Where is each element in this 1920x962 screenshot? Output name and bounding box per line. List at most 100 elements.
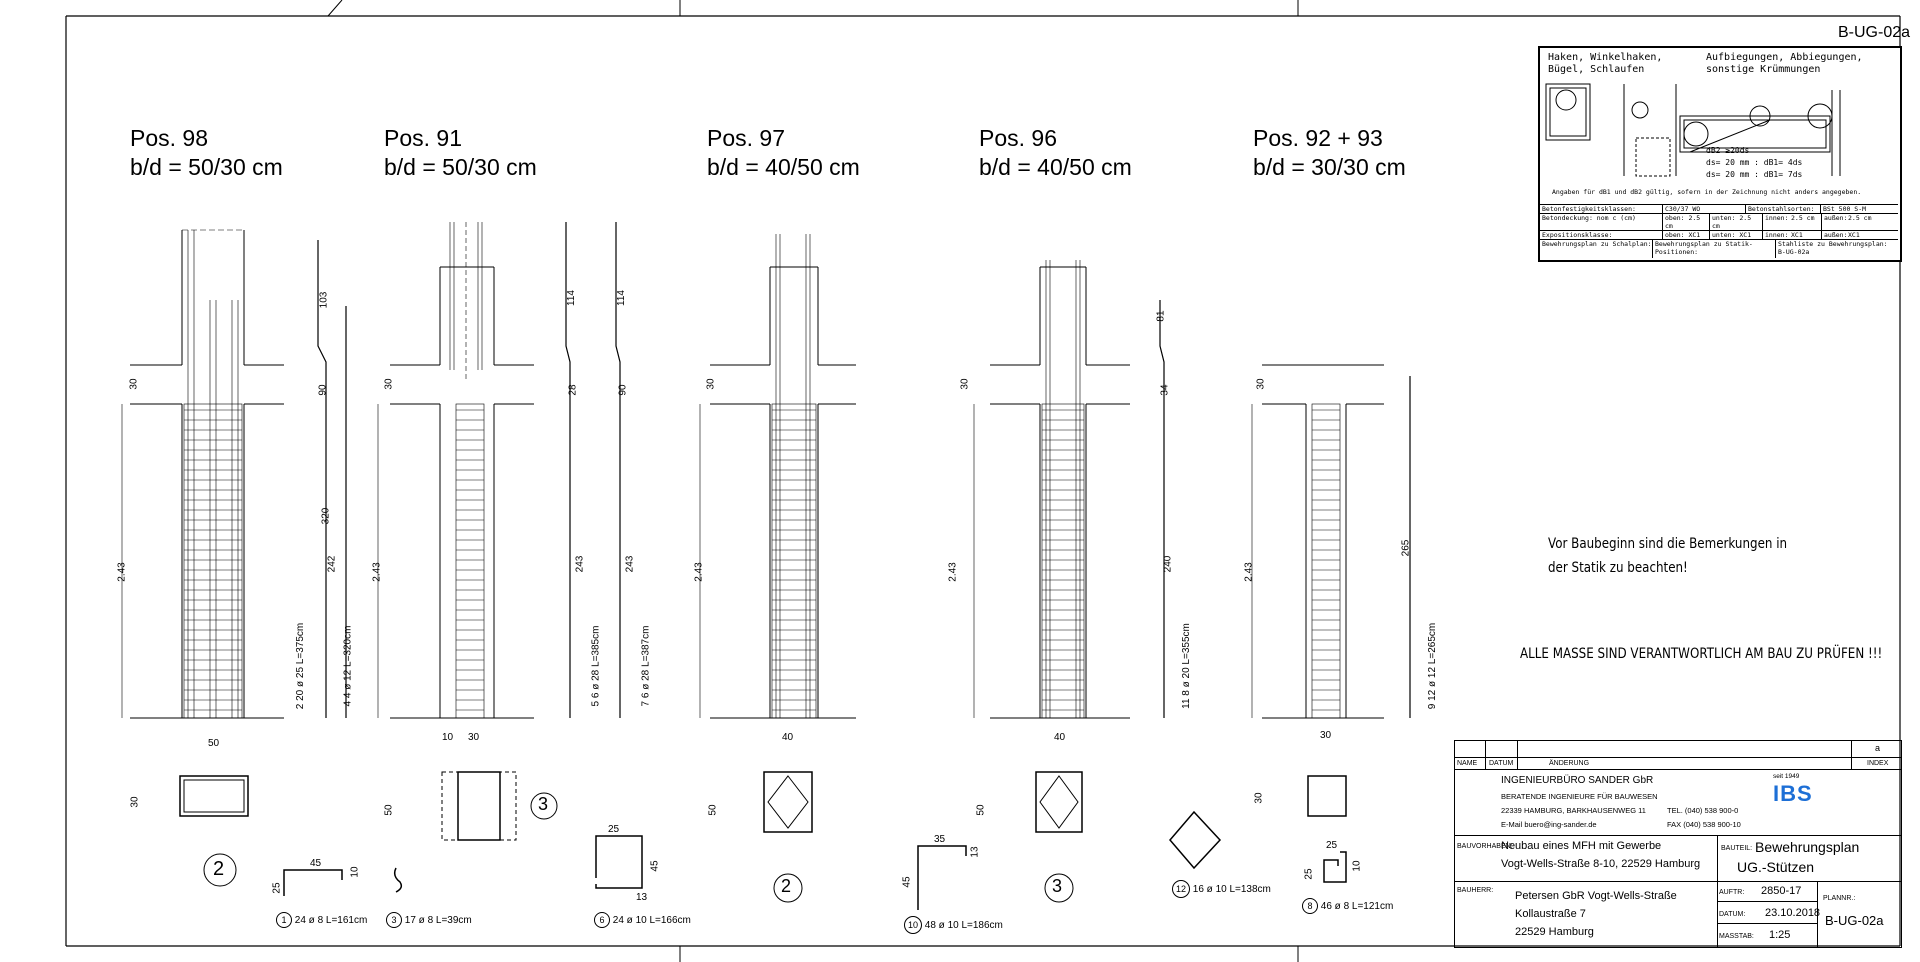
bending-legend: Haken, Winkelhaken, Bügel, Schlaufen Auf… [1538,46,1902,262]
position-dimensions: b/d = 40/50 cm [707,154,860,180]
position-number: Pos. 96 [979,125,1057,151]
datum: 23.10.2018 [1765,907,1821,919]
firm-fax: FAX (040) 538 900-10 [1667,820,1741,829]
dim-label: 50 [383,804,395,816]
legend-cell: Betonstahlsorten: [1746,205,1821,213]
legend-cell: unten: 2.5 cm [1710,214,1763,230]
legend-row-plans: Bewehrungsplan zu Schalplan: Bewehrungsp… [1540,240,1898,258]
position-number: Pos. 92 + 93 [1253,125,1383,151]
dim-label: 40 [782,732,794,743]
divider [1455,881,1901,882]
index-value: a [1875,743,1881,753]
firm-subtitle: BERATENDE INGENIEURE FÜR BAUWESEN [1501,792,1658,801]
auftr: 2850-17 [1761,885,1802,897]
bar-number-12: 12 [1172,880,1190,898]
bar-number-8: 8 [1302,898,1318,914]
bar-schedule-text: 16 ø 10 L=138cm [1192,884,1271,895]
bar-schedule-6: 6 24 ø 10 L=166cm [594,912,691,928]
section-mark-3: 3 [538,794,549,814]
divider [1717,923,1817,924]
dim-label: 30 [468,732,480,743]
bar-schedule-12: 12 16 ø 10 L=138cm [1172,880,1271,898]
legend-row-cover: Betondeckung: nom c (cm) oben: 2.5 cm un… [1540,214,1898,231]
bar-schedule-3: 3 17 ø 8 L=39cm [386,912,472,928]
position-title-97: Pos. 97 b/d = 40/50 cm [707,124,860,182]
column-97-elevation [710,234,856,719]
legend-cell: Betonfestigkeitsklassen: [1540,205,1663,213]
dim-label: 35 [934,834,946,845]
bar-number-10: 10 [904,916,922,934]
note-line-2: der Statik zu beachten! [1548,560,1688,576]
bar-schedule-text: 24 ø 8 L=161cm [294,915,368,926]
position-number: Pos. 97 [707,125,785,151]
bauteil-sub: UG.-Stützen [1737,859,1815,875]
legend-cell: unten: XC1 [1710,231,1763,239]
legend-right-heading: Aufbiegungen, Abbiegungen, sonstige Krüm… [1706,52,1863,75]
legend-cell: XC1 [1789,231,1822,239]
company-logo: IBS [1773,781,1813,806]
legend-cell: 2.5 cm [1789,214,1822,230]
column-91-elevation [390,222,534,719]
bar-schedule-8: 8 46 ø 8 L=121cm [1302,898,1393,914]
legend-cell: Bewehrungsplan zu Statik-Positionen: [1653,240,1776,258]
position-dimensions: b/d = 50/30 cm [384,154,537,180]
bauherr-2: Kollaustraße 7 [1515,908,1586,920]
legend-bend-diagram [1545,83,1841,177]
position-dimensions: b/d = 30/30 cm [1253,154,1406,180]
dim-label: 50 [975,804,987,816]
bauherr-1: Petersen GbR Vogt-Wells-Straße [1515,890,1677,902]
revision-row [1455,741,1901,758]
firm-email: E-Mail buero@ing-sander.de [1501,820,1597,829]
legend-row-exposure: Expositionsklasse: oben: XC1 unten: XC1 … [1540,231,1898,240]
dim-label: 45 [649,860,661,872]
legend-cell: C30/37 WO [1663,205,1746,213]
section-mark-2: 2 [213,858,225,880]
section-mark-2b: 2 [781,876,792,896]
title-block: a NAME DATUM ÄNDERUNG INDEX INGENIEURBÜR… [1454,740,1902,948]
dim-label: 13 [636,892,648,903]
general-note: Vor Baubeginn sind die Bemerkungen in de… [1548,532,1787,580]
dim-label: 30 [129,796,141,808]
masstab-label: MASSTAB: [1719,933,1754,940]
bar-schedule-1: 1 24 ø 8 L=161cm [276,912,367,928]
position-dimensions: b/d = 40/50 cm [979,154,1132,180]
legend-cell: außen: [1824,214,1848,222]
dimension-check-note: ALLE MASSE SIND VERANTWORTLICH AM BAU ZU… [1520,646,1883,662]
divider [1717,901,1817,902]
position-title-96: Pos. 96 b/d = 40/50 cm [979,124,1132,182]
firm-tel: TEL. (040) 538 900-0 [1667,806,1739,815]
dim-label: 30 [1253,792,1265,804]
dim-label: 10 [442,732,454,743]
legend-cell: innen: [1765,231,1789,239]
bauteil: Bewehrungsplan [1755,839,1860,855]
position-number: Pos. 98 [130,125,208,151]
firm-name: INGENIEURBÜRO SANDER GbR [1501,775,1654,786]
bar-number-1: 1 [276,912,292,928]
header-name: NAME [1457,760,1478,767]
since: seit 1949 [1773,773,1800,780]
legend-cell: außen: [1824,231,1848,239]
legend-cell: Bewehrungsplan zu Schalplan: [1540,240,1653,258]
column-92-93-elevation [1262,364,1384,719]
legend-cell: oben: 2.5 cm [1663,214,1710,230]
divider [1817,881,1818,947]
divider [1455,835,1901,836]
plannr-label: PLANNR.: [1823,895,1856,902]
bauvorhaben: Neubau eines MFH mit Gewerbe [1501,840,1662,852]
bar-number-3: 3 [386,912,402,928]
position-title-91: Pos. 91 b/d = 50/30 cm [384,124,537,182]
revision-table: a NAME DATUM ÄNDERUNG INDEX [1455,741,1901,770]
dim-label: 10 [349,866,361,878]
legend-cell: 2.5 cm [1848,214,1872,222]
plannr: B-UG-02a [1825,913,1884,928]
bar-schedule-text: 17 ø 8 L=39cm [404,915,472,926]
legend-ds-line-2: ds= 20 mm : dB1= 7ds [1706,170,1803,179]
note-line-1: Vor Baubeginn sind die Bemerkungen in [1548,536,1788,552]
divider [1485,741,1486,769]
position-number: Pos. 91 [384,125,462,151]
bauherr-3: 22529 Hamburg [1515,926,1594,938]
position-dimensions: b/d = 50/30 cm [130,154,283,180]
divider [1717,835,1718,947]
